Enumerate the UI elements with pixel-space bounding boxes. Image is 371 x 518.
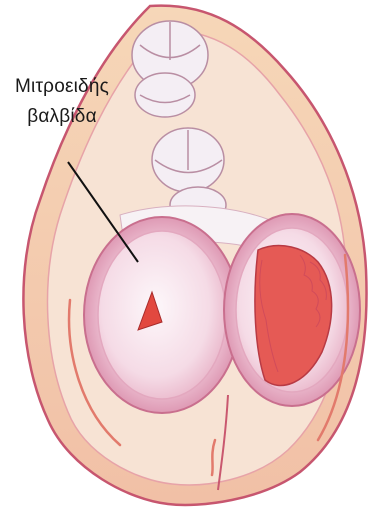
mitral-valve-label: Μιτροειδής βαλβίδα <box>6 72 118 132</box>
tricuspid-valve-ring <box>224 214 360 406</box>
label-line-1: Μιτροειδής <box>6 72 118 102</box>
label-line-2: βαλβίδα <box>6 102 118 132</box>
mitral-valve-ring <box>84 217 240 413</box>
